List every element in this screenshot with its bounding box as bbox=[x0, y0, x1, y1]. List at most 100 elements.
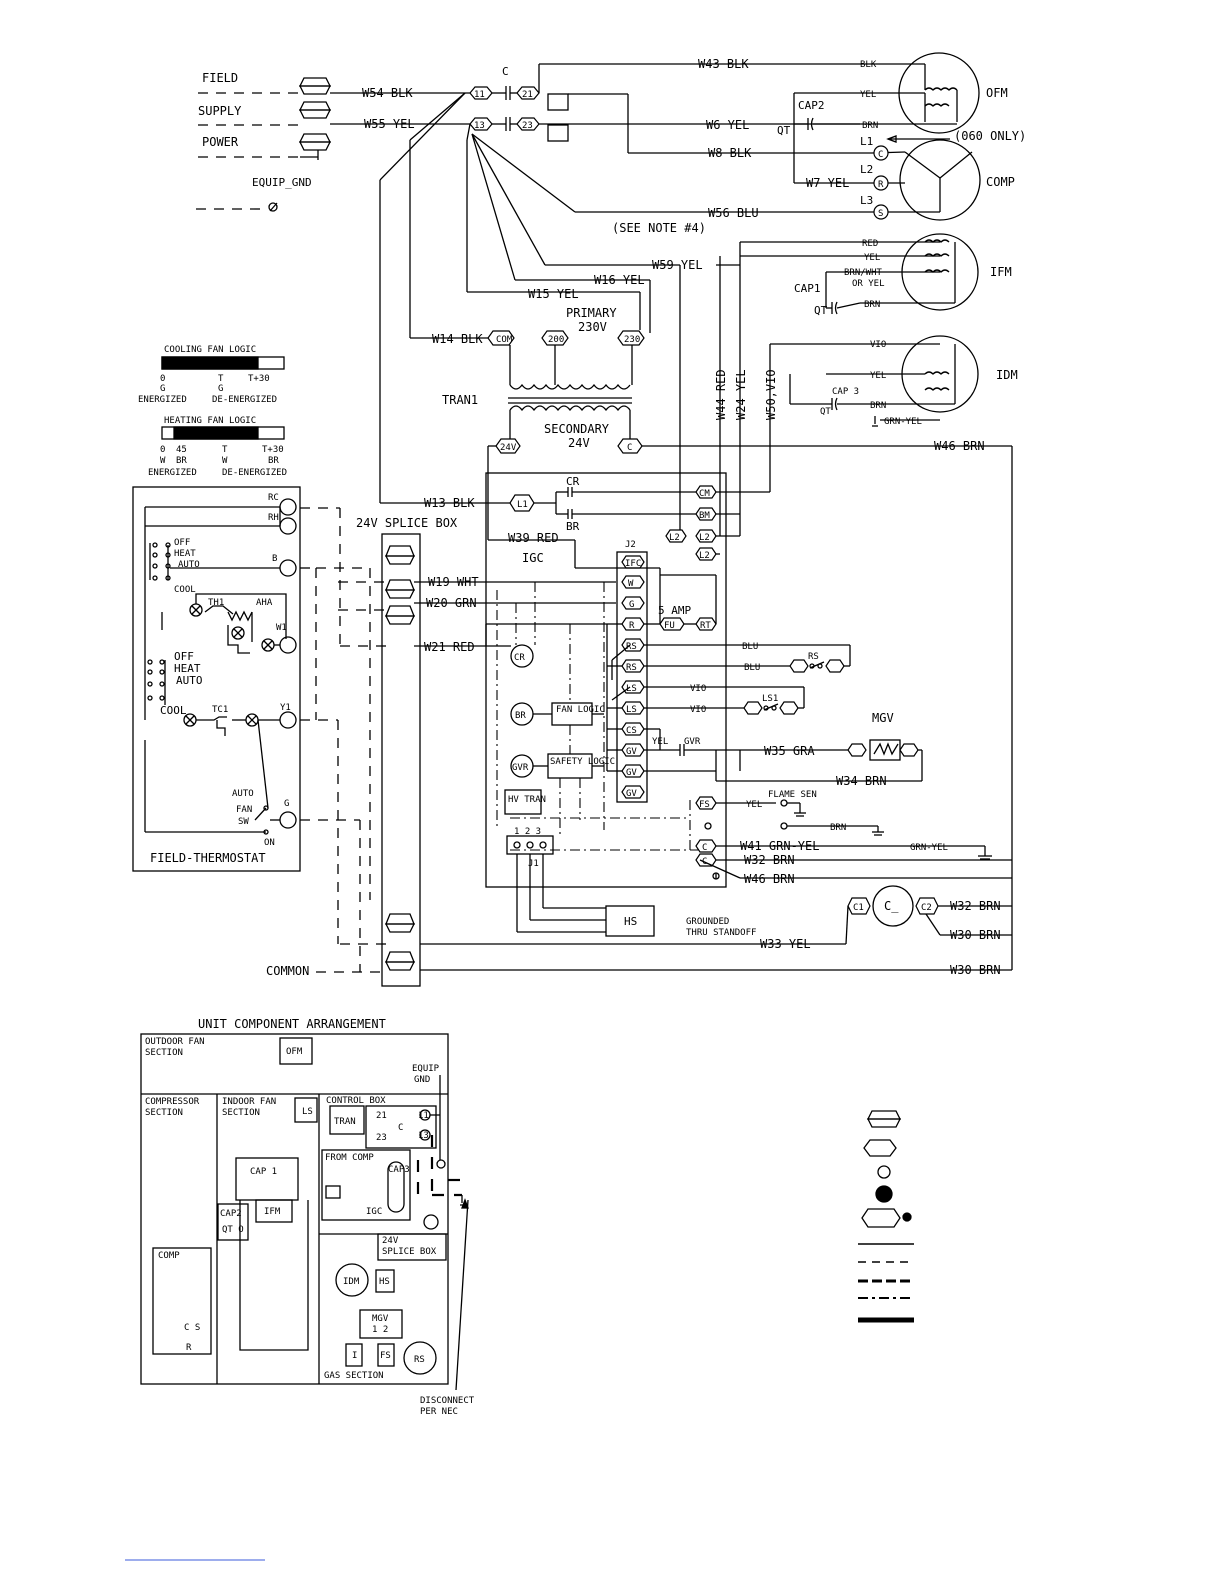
contactor bbox=[469, 63, 900, 154]
comp-terminal-r: R bbox=[878, 180, 884, 190]
j2-pin-rs-2: RS bbox=[626, 663, 637, 673]
arr-r: R bbox=[186, 1343, 192, 1353]
arr-igc: IGC bbox=[366, 1207, 382, 1217]
wire-w21: W21 RED bbox=[424, 640, 475, 654]
arr-compressor: COMPRESSOR bbox=[145, 1097, 200, 1107]
heating-fan-logic-title: HEATING FAN LOGIC bbox=[164, 416, 256, 426]
hv-tran-label: HV TRAN bbox=[508, 795, 546, 805]
wire-w56: W56 BLU bbox=[708, 206, 759, 220]
arr-13: 13 bbox=[418, 1131, 429, 1141]
cooling-sub-g1: G bbox=[160, 384, 165, 394]
thermostat-b: B bbox=[272, 554, 277, 564]
j2-outputs bbox=[644, 644, 1012, 879]
tran-terminal-200: 200 bbox=[548, 335, 564, 345]
arr-equip: EQUIP bbox=[412, 1064, 440, 1074]
thermostat-g: G bbox=[284, 799, 289, 809]
wire-w44: W44 RED bbox=[714, 369, 728, 420]
qt-label-cap1: QT bbox=[814, 304, 828, 317]
heating-tick-t: T bbox=[222, 445, 228, 455]
color-brn-wht: BRN/WHT bbox=[844, 268, 883, 278]
arr-21: 21 bbox=[376, 1111, 387, 1121]
cap3-label: CAP 3 bbox=[832, 387, 859, 397]
wire-w34: W34 BRN bbox=[836, 774, 887, 788]
wire-w46-bottom: W46 BRN bbox=[744, 872, 795, 886]
capacitor-c2-label: C2 bbox=[921, 903, 932, 913]
arr-hs: HS bbox=[379, 1277, 390, 1287]
thermostat-rh: RH bbox=[268, 513, 279, 523]
wire-w30-right: W30 BRN bbox=[950, 928, 1001, 942]
only-060-label: (060 ONLY) bbox=[954, 129, 1026, 143]
wire-w15: W15 YEL bbox=[528, 287, 579, 301]
l3-label: L3 bbox=[860, 194, 873, 207]
j2-pin-w: W bbox=[628, 579, 634, 589]
heating-sub-w2: W bbox=[222, 456, 228, 466]
heating-sub-br2: BR bbox=[268, 456, 279, 466]
bottom-capacitor bbox=[420, 885, 1012, 971]
terminal-13: 13 bbox=[474, 121, 485, 131]
arr-splice-1: 24V bbox=[382, 1236, 399, 1246]
fan-logic-bars bbox=[161, 356, 285, 440]
j2-pin-cs: CS bbox=[626, 726, 637, 736]
j2-pin-gv-2: GV bbox=[626, 768, 637, 778]
wire-w7: W7 YEL bbox=[806, 176, 849, 190]
thermostat-heat-1: HEAT bbox=[174, 549, 196, 559]
arr-gnd: GND bbox=[414, 1075, 430, 1085]
thermostat-rc: RC bbox=[268, 493, 279, 503]
thermostat-auto-3: AUTO bbox=[232, 789, 254, 799]
cooling-fan-logic-title: COOLING FAN LOGIC bbox=[164, 345, 256, 355]
thermostat-th1: TH1 bbox=[208, 598, 224, 608]
idm-motor bbox=[769, 335, 979, 492]
j2-pin-r: R bbox=[629, 621, 635, 631]
heating-sub-w1: W bbox=[160, 456, 166, 466]
thermostat-cool-1: COOL bbox=[174, 585, 196, 595]
l2-terminal-b: L2 bbox=[699, 533, 710, 543]
field-supply-power bbox=[196, 77, 470, 212]
wire-w24: W24 YEL bbox=[734, 369, 748, 420]
color-yel-ifm: YEL bbox=[864, 253, 880, 263]
tran-terminal-c: C bbox=[627, 443, 632, 453]
see-note-label: (SEE NOTE #4) bbox=[612, 221, 706, 235]
color-yel-ofm: YEL bbox=[860, 90, 876, 100]
arr-cap2: CAP2 bbox=[220, 1209, 242, 1219]
thermostat-sw: SW bbox=[238, 817, 249, 827]
contactor-label: C bbox=[502, 65, 509, 78]
wire-w55: W55 YEL bbox=[364, 117, 415, 131]
field-label: FIELD bbox=[202, 71, 238, 85]
cap1-label: CAP1 bbox=[794, 282, 821, 295]
color-brn-fs: BRN bbox=[830, 823, 846, 833]
arr-gas-section: GAS SECTION bbox=[324, 1371, 384, 1381]
heating-state-deenergized: DE-ENERGIZED bbox=[222, 468, 287, 478]
arr-11: 11 bbox=[418, 1111, 429, 1121]
unit-component-arrangement bbox=[140, 1033, 470, 1391]
color-brn-ofm: BRN bbox=[862, 121, 878, 131]
wire-w14: W14 BLK bbox=[432, 332, 483, 346]
arr-outdoor: OUTDOOR FAN bbox=[145, 1037, 205, 1047]
arr-c: C bbox=[398, 1123, 403, 1133]
j2-pin-g: G bbox=[629, 600, 634, 610]
wire-w59: W59 YEL bbox=[652, 258, 703, 272]
arrangement-title: UNIT COMPONENT ARRANGEMENT bbox=[198, 1017, 386, 1031]
hs-label: HS bbox=[624, 915, 637, 928]
color-vio-1: VIO bbox=[690, 684, 706, 694]
arr-per-nec: PER NEC bbox=[420, 1407, 458, 1417]
l1-terminal-label: L1 bbox=[517, 500, 528, 510]
j2-label: J2 bbox=[625, 540, 636, 550]
color-yel-idm: YEL bbox=[870, 371, 886, 381]
ifm-motor bbox=[716, 233, 979, 536]
arr-qt: QT O bbox=[222, 1225, 244, 1235]
splice-box-label: 24V SPLICE BOX bbox=[356, 516, 458, 530]
wire-w41: W41 GRN-YEL bbox=[740, 839, 819, 853]
safety-logic-label: SAFETY LOGIC bbox=[550, 757, 615, 767]
wire-w32-right: W32 BRN bbox=[950, 899, 1001, 913]
flame-sen-label: FLAME SEN bbox=[768, 790, 817, 800]
igc-internals bbox=[486, 539, 720, 937]
fan-logic-label: FAN LOGIC bbox=[556, 705, 605, 715]
arr-idm: IDM bbox=[343, 1277, 360, 1287]
arr-section-3: SECTION bbox=[222, 1108, 260, 1118]
igc-board bbox=[485, 472, 770, 888]
l2-label: L2 bbox=[860, 163, 873, 176]
thermostat-on: ON bbox=[264, 838, 275, 848]
arr-section-2: SECTION bbox=[145, 1108, 183, 1118]
wire-w43: W43 BLK bbox=[698, 57, 749, 71]
